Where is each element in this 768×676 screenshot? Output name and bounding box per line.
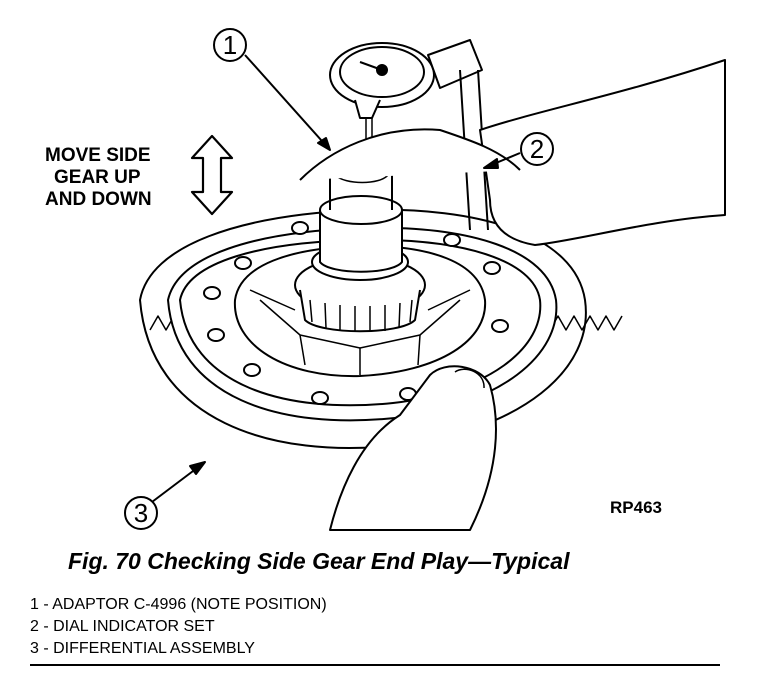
callout-circle-1 — [213, 28, 247, 62]
callout-number-3: 3 — [134, 498, 148, 528]
reference-code: RP463 — [610, 498, 662, 517]
up-down-arrow-icon — [190, 134, 234, 216]
move-label-line-1: MOVE SIDE — [45, 145, 151, 166]
bottom-rule — [30, 664, 720, 666]
parts-legend: 1 - ADAPTOR C-4996 (NOTE POSITION) 2 - D… — [30, 594, 327, 660]
legend-item-1: 1 - ADAPTOR C-4996 (NOTE POSITION) — [30, 596, 327, 613]
callout-number-1: 1 — [223, 30, 237, 60]
callout-leaders — [147, 54, 521, 506]
callout-circle-3 — [124, 496, 158, 530]
legend-item-3: 3 - DIFFERENTIAL ASSEMBLY — [30, 640, 255, 657]
callout-number-2: 2 — [530, 134, 544, 164]
move-label-line-2: GEAR UP — [54, 167, 141, 188]
ring-gear-bolts — [203, 221, 509, 405]
adaptor-tool — [319, 150, 403, 273]
side-bearing — [294, 243, 426, 333]
figure-caption: Fig. 70 Checking Side Gear End Play—Typi… — [68, 548, 570, 574]
differential-illustration: MOVE SIDE GEAR UP AND DOWN 1 2 3 RP463 — [45, 28, 726, 531]
callout-circle-2 — [520, 132, 554, 166]
move-label-line-3: AND DOWN — [45, 189, 152, 210]
hands — [299, 59, 726, 531]
dial-indicator — [329, 39, 489, 231]
legend-item-2: 2 - DIAL INDICATOR SET — [30, 618, 215, 635]
